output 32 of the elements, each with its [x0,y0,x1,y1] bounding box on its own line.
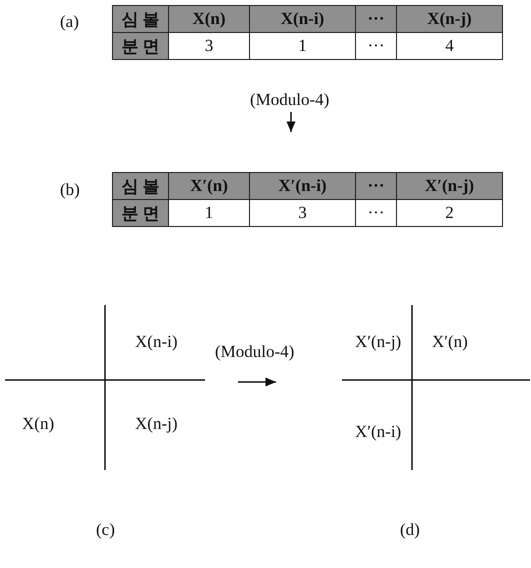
row-header: 심 볼 [112,172,168,200]
column-header: X(n-i) [250,6,356,32]
quadrant-symbol: X′(n) [432,332,468,352]
operation-label: (Modulo-4) [250,90,330,110]
quadrant-symbol: X′(n-i) [355,422,402,442]
panel-label: (b) [60,180,80,200]
column-header: X′(n) [168,172,250,200]
ellipsis: ··· [356,200,396,226]
quadrant-symbol: X(n) [22,414,54,434]
quadrant-symbol: X′(n-j) [355,332,402,352]
quadrant-number: 2 [396,200,502,226]
quadrant-number: 4 [396,32,502,60]
panel-label: (c) [96,520,115,540]
quadrant-number: 1 [168,200,250,226]
ellipsis: ··· [356,32,396,60]
column-header: ··· [356,6,396,32]
row-header: 분 면 [112,200,168,226]
quadrant-symbol: X(n-j) [135,414,178,434]
quadrant-symbol: X(n-i) [135,332,178,352]
row-header: 심 볼 [112,6,168,32]
quadrant-number: 3 [250,200,356,226]
column-header: X(n) [168,6,250,32]
column-header: X(n-j) [396,6,502,32]
column-header: ··· [356,172,396,200]
panel-label: (a) [60,12,79,32]
column-header: X′(n-i) [250,172,356,200]
panel-label: (d) [400,520,420,540]
row-header: 분 면 [112,32,168,60]
operation-label: (Modulo-4) [215,342,294,362]
quadrant-number: 3 [168,32,250,60]
column-header: X′(n-j) [396,172,502,200]
quadrant-number: 1 [250,32,356,60]
